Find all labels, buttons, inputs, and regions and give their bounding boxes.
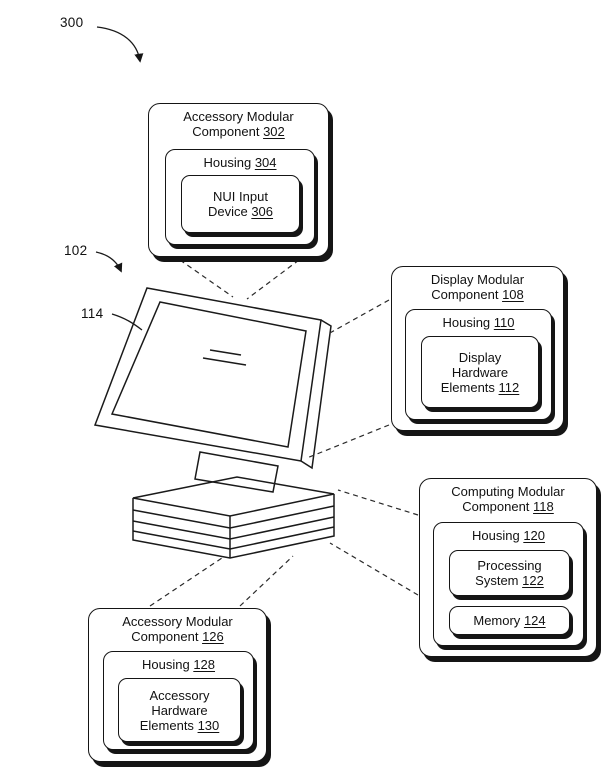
inner-line2: Hardware <box>451 364 509 380</box>
processing-system-122-box: Processing System 122 <box>449 550 570 596</box>
leader-lines <box>95 26 144 331</box>
dashed-connectors <box>149 259 419 607</box>
screen-center-mark <box>202 357 247 366</box>
connector-108-a <box>327 299 390 335</box>
housing-128-box: Housing 128 Accessory Hardware Elements … <box>103 651 254 750</box>
ref-number: 108 <box>502 287 524 302</box>
inner-line2: Device 306 <box>207 204 274 219</box>
ref-numeral-114: 114 <box>81 306 104 321</box>
connector-126-a <box>149 557 223 607</box>
screen-side-face <box>300 319 332 470</box>
memory-124-box: Memory 124 <box>449 606 570 635</box>
ref-number: 302 <box>263 124 285 139</box>
ref-number: 304 <box>254 155 277 170</box>
leader-102 <box>95 251 123 273</box>
inner-line1: Display <box>458 349 502 365</box>
ref-number: 122 <box>522 573 544 588</box>
ref-number: 120 <box>523 528 546 543</box>
housing-title-120: Housing 120 <box>434 523 583 543</box>
connector-302-b <box>246 259 300 300</box>
connector-118-b <box>329 542 419 596</box>
ref-number: 112 <box>498 379 520 395</box>
base-slab-line <box>132 505 335 529</box>
housing-title-110: Housing 110 <box>406 310 551 330</box>
screen-center-mark <box>209 349 242 356</box>
base-slab-line <box>132 526 335 550</box>
ref-number: 118 <box>533 499 554 514</box>
housing-label: Housing <box>203 155 252 170</box>
title-line1: Display Modular <box>430 272 525 287</box>
monitor-drawing <box>93 287 335 559</box>
box-title-118: Computing Modular Component 118 <box>420 479 596 514</box>
title-line2: Component <box>192 124 260 139</box>
title-line2: Component <box>131 629 199 644</box>
connector-126-b <box>239 555 294 607</box>
inner-line2: System 122 <box>475 573 544 588</box>
inner-line1: Processing <box>477 558 542 573</box>
display-hardware-elements-label: Display Hardware Elements 112 <box>422 337 538 407</box>
ref-number: 128 <box>193 657 216 672</box>
base-slab-line <box>132 516 335 540</box>
box-title-302: Accessory Modular Component 302 <box>149 104 328 139</box>
nui-input-device-306-box: NUI Input Device 306 <box>181 175 300 233</box>
inner-line3: Elements 130 <box>139 717 220 733</box>
ref-number: 124 <box>523 613 546 628</box>
housing-title-304: Housing 304 <box>166 150 314 170</box>
ref-number: 110 <box>493 315 515 330</box>
base-top-face <box>132 476 335 517</box>
ref-number: 306 <box>251 204 274 219</box>
housing-label: Housing <box>471 528 520 543</box>
processing-system-label: Processing System 122 <box>450 551 569 595</box>
inner-line1: NUI Input <box>213 189 268 204</box>
connector-118-a <box>337 489 419 516</box>
connector-108-b <box>306 424 390 459</box>
title-line1: Accessory Modular <box>183 109 294 124</box>
title-line2: Component <box>462 499 530 514</box>
ref-number: 126 <box>202 629 224 644</box>
housing-110-box: Housing 110 Display Hardware Elements 11… <box>405 309 552 420</box>
inner-line1: Memory 124 <box>473 613 546 628</box>
leader-300 <box>96 26 144 63</box>
housing-label: Housing <box>442 315 491 330</box>
accessory-hardware-elements-label: Accessory Hardware Elements 130 <box>119 679 240 741</box>
ref-numeral-102: 102 <box>64 243 88 258</box>
connector-302-a <box>179 259 234 298</box>
housing-label: Housing <box>141 657 190 672</box>
leader-114 <box>111 313 143 331</box>
inner-line3: Elements 112 <box>440 379 520 395</box>
title-line1: Accessory Modular <box>122 614 233 629</box>
accessory-modular-component-126-box: Accessory Modular Component 126 Housing … <box>88 608 267 762</box>
inner-line1: Accessory <box>149 687 210 703</box>
accessory-modular-component-302-box: Accessory Modular Component 302 Housing … <box>148 103 329 257</box>
title-line1: Computing Modular <box>451 484 565 499</box>
box-title-126: Accessory Modular Component 126 <box>89 609 266 644</box>
ref-numeral-300: 300 <box>60 15 84 30</box>
inner-line2: Hardware <box>151 702 208 718</box>
stand-neck <box>194 451 279 493</box>
nui-input-device-label: NUI Input Device 306 <box>182 176 299 232</box>
housing-304-box: Housing 304 NUI Input Device 306 <box>165 149 315 245</box>
memory-label: Memory 124 <box>450 607 569 634</box>
title-line2: Component <box>431 287 499 302</box>
display-hardware-elements-112-box: Display Hardware Elements 112 <box>421 336 539 408</box>
box-title-108: Display Modular Component 108 <box>392 267 563 302</box>
screen-inner-edge <box>110 301 307 448</box>
ref-number: 130 <box>197 717 220 733</box>
housing-title-128: Housing 128 <box>104 652 253 672</box>
accessory-hardware-elements-130-box: Accessory Hardware Elements 130 <box>118 678 241 742</box>
housing-120-box: Housing 120 Processing System 122 Memory… <box>433 522 584 646</box>
computing-modular-component-118-box: Computing Modular Component 118 Housing … <box>419 478 597 657</box>
display-modular-component-108-box: Display Modular Component 108 Housing 11… <box>391 266 564 431</box>
